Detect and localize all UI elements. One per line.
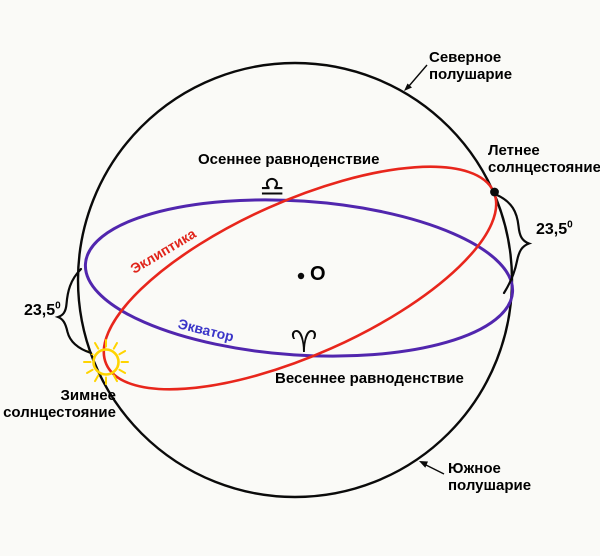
winter-solstice-label: Зимнее солнцестояние [2,387,116,421]
aries-icon: ♈ [291,325,318,360]
spring-equinox-label: Весеннее равноденствие [275,370,464,387]
axial-tilt-left-label: 23,50 [24,300,61,320]
axial-tilt-right-label: 23,50 [536,219,573,239]
southern-hemisphere-label: Южное полушарие [448,460,531,494]
axial-tilt-left-value: 23,5 [24,302,56,319]
left-obliquity-brace [54,267,93,355]
autumn-equinox-label: Осеннее равноденствие [198,151,380,168]
winter-solstice-line1: Зимнее [60,387,116,404]
northern-hemisphere-line1: Северное [429,49,502,66]
summer-solstice-label: Летнее солнцестояние [488,142,600,176]
equator-curve [83,198,515,358]
center-point-label: O [310,263,326,285]
winter-solstice-line2: солнцестояние [3,404,116,421]
northern-hemisphere-arrow [404,64,428,91]
summer-solstice-line2: солнцестояние [488,159,600,176]
center-point-dot [297,272,305,280]
axial-tilt-right-value: 23,5 [536,221,568,238]
right-obliquity-brace [495,193,533,295]
libra-icon: ♎ [259,170,284,203]
southern-hemisphere-arrow [419,461,445,475]
southern-hemisphere-line2: полушарие [448,477,532,494]
southern-hemisphere-line1: Южное [448,460,501,477]
celestial-sphere-outline [76,61,514,499]
northern-hemisphere-line2: полушарие [429,66,513,83]
axial-tilt-right-sup: 0 [567,219,573,231]
axial-tilt-left-sup: 0 [55,300,61,312]
northern-hemisphere-label: Северное полушарие [429,49,512,83]
summer-solstice-line1: Летнее [488,142,540,159]
